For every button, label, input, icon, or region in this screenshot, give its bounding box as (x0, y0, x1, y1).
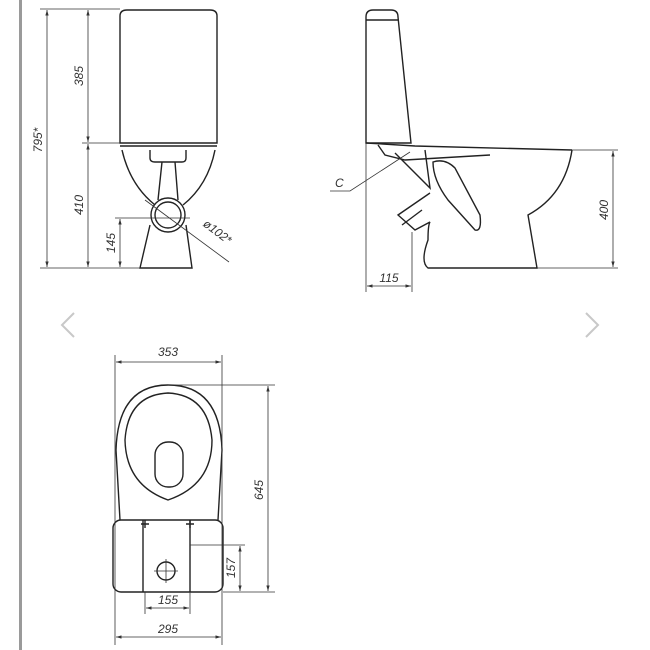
dim-length: 645 (252, 480, 266, 500)
viewer-left-edge (19, 0, 22, 650)
dim-tank-height: 385 (72, 66, 86, 86)
dim-bowl-height: 410 (72, 195, 86, 215)
dim-tank-depth: 157 (224, 557, 238, 578)
dim-width: 353 (158, 345, 178, 359)
outlet-circle (150, 197, 186, 233)
dim-seat-height: 400 (597, 200, 611, 220)
chevron-left-icon (60, 312, 75, 338)
top-view: 353 645 157 155 295 (112, 345, 275, 645)
dim-bolt-spacing: 155 (158, 593, 178, 607)
previous-image-button[interactable] (54, 305, 84, 345)
dim-total-height: 795* (31, 127, 45, 152)
next-image-button[interactable] (576, 305, 606, 345)
dim-base-width: 295 (157, 622, 178, 636)
side-view: C 400 115 (330, 9, 618, 292)
label-c: C (335, 176, 344, 190)
dim-outlet-height: 145 (104, 233, 118, 253)
front-view: 795* 385 410 145 ø102* (31, 8, 235, 269)
chevron-right-icon (585, 312, 600, 338)
dim-outlet-offset: 115 (379, 271, 398, 285)
dim-outlet-diameter: ø102* (200, 217, 234, 248)
